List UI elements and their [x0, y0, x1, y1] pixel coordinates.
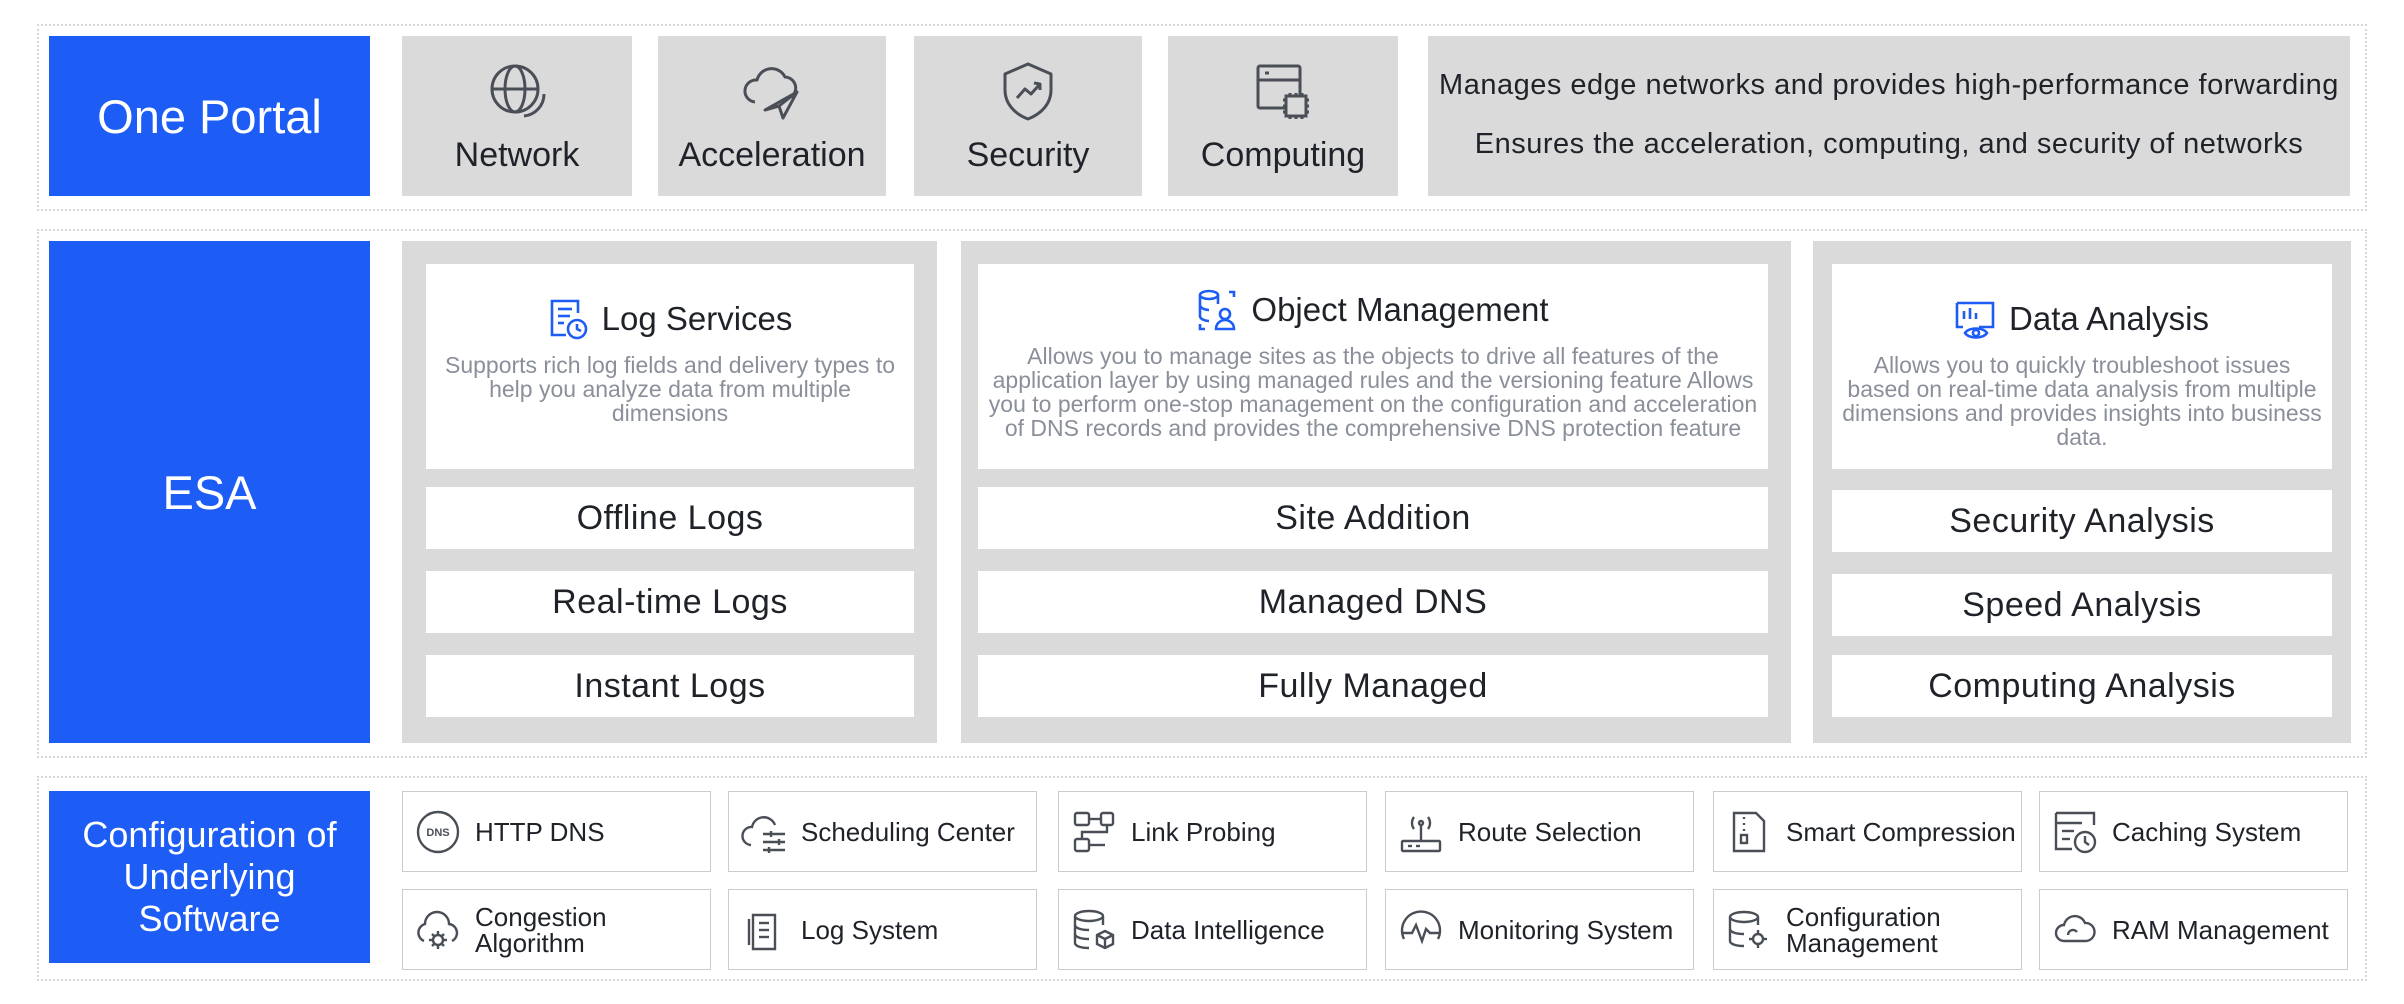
software-item-label: RAM Management — [2112, 914, 2329, 945]
software-item-scheduling-center: Scheduling Center — [728, 791, 1037, 872]
object-management-title: Object Management — [1251, 291, 1549, 328]
object-management-heading: Object Management — [988, 288, 1758, 332]
log-services-heading: Log Services — [436, 297, 904, 341]
portal-description-line-1: Manages edge networks and provides high-… — [1439, 69, 2339, 101]
svg-text:DNS: DNS — [426, 827, 449, 839]
log-services-title: Log Services — [601, 300, 793, 337]
log-services-card: Log Services Supports rich log fields an… — [426, 264, 914, 469]
cloud-send-icon — [743, 66, 799, 119]
esa-item-managed-dns: Managed DNS — [978, 571, 1768, 633]
esa-item-fully-managed: Fully Managed — [978, 655, 1768, 717]
data-analysis-card: Data Analysis Allows you to quickly trou… — [1832, 264, 2332, 469]
software-item-label: Congestion Algorithm — [475, 901, 607, 958]
portal-band — [37, 24, 2367, 211]
database-cube-icon — [1073, 909, 1115, 949]
data-analysis-column: Data Analysis Allows you to quickly trou… — [1813, 241, 2351, 743]
portal-description: Manages edge networks and provides high-… — [1428, 36, 2350, 196]
database-user-icon — [1199, 289, 1236, 331]
software-item-congestion-algorithm: Congestion Algorithm — [402, 889, 711, 970]
portal-title: One Portal — [49, 36, 370, 196]
software-item-label: Scheduling Center — [801, 816, 1015, 847]
software-band — [37, 776, 2367, 981]
cache-clock-icon — [2054, 811, 2097, 853]
software-item-data-intelligence: Data Intelligence — [1058, 889, 1367, 970]
software-item-caching-system: Caching System — [2039, 791, 2348, 872]
software-item-smart-compression: Smart Compression — [1713, 791, 2022, 872]
software-item-label: Monitoring System — [1458, 914, 1674, 945]
software-item-label: Route Selection — [1458, 816, 1642, 847]
object-management-description: Allows you to manage sites as the object… — [988, 343, 1758, 441]
software-title: Configuration of Underlying Software — [49, 791, 370, 963]
cloud-settings-icon — [741, 815, 785, 853]
software-item-configuration-management: Configuration Management — [1713, 889, 2022, 970]
software-item-monitoring-system: Monitoring System — [1385, 889, 1694, 970]
software-item-log-system: Log System — [728, 889, 1037, 970]
capability-label: Network — [454, 135, 580, 174]
capability-computing: Computing — [1168, 36, 1398, 196]
compressed-file-icon — [1732, 811, 1766, 852]
esa-band — [37, 229, 2367, 758]
log-document-icon — [550, 299, 587, 340]
heartbeat-icon — [1400, 909, 1442, 945]
database-gear-icon — [1728, 910, 1767, 948]
cloud-icon — [2054, 914, 2096, 942]
software-item-label: HTTP DNS — [475, 816, 605, 847]
object-management-column: Object Management Allows you to manage s… — [961, 241, 1791, 743]
computing-icon — [1256, 64, 1309, 119]
shield-icon — [1003, 62, 1053, 120]
esa-item-computing-analysis: Computing Analysis — [1832, 655, 2332, 717]
data-analysis-description: Allows you to quickly troubleshoot issue… — [1842, 352, 2322, 450]
capability-security: Security — [914, 36, 1142, 196]
log-file-icon — [747, 913, 777, 950]
software-item-label: Data Intelligence — [1131, 914, 1325, 945]
capability-label: Acceleration — [678, 135, 866, 174]
capability-label: Security — [966, 135, 1090, 174]
software-item-label: Log System — [801, 914, 939, 945]
router-icon — [1400, 815, 1442, 852]
portal-description-line-2: Ensures the acceleration, computing, and… — [1474, 128, 2304, 160]
software-item-ram-management: RAM Management — [2039, 889, 2348, 970]
capability-network: Network — [402, 36, 632, 196]
log-services-description: Supports rich log fields and delivery ty… — [444, 352, 896, 426]
esa-item-site-addition: Site Addition — [978, 487, 1768, 549]
software-item-http-dns: DNS HTTP DNS — [402, 791, 711, 872]
software-item-label: Caching System — [2112, 816, 2302, 847]
cloud-gear-icon — [417, 910, 459, 949]
dns-icon: DNS — [416, 810, 460, 853]
data-analysis-heading: Data Analysis — [1842, 297, 2322, 341]
software-item-label: Link Probing — [1131, 816, 1276, 847]
log-services-column: Log Services Supports rich log fields an… — [402, 241, 937, 743]
globe-icon — [490, 64, 546, 117]
esa-item-real-time-logs: Real-time Logs — [426, 571, 914, 633]
software-item-label: Configuration Management — [1786, 901, 1941, 958]
esa-item-speed-analysis: Speed Analysis — [1832, 574, 2332, 636]
capability-acceleration: Acceleration — [658, 36, 886, 196]
object-management-card: Object Management Allows you to manage s… — [978, 264, 1768, 469]
capability-label: Computing — [1200, 135, 1366, 174]
software-item-link-probing: Link Probing — [1058, 791, 1367, 872]
esa-item-security-analysis: Security Analysis — [1832, 490, 2332, 552]
software-item-label: Smart Compression — [1786, 816, 2016, 847]
data-analysis-title: Data Analysis — [2009, 300, 2209, 337]
software-item-route-selection: Route Selection — [1385, 791, 1694, 872]
monitor-eye-icon — [1955, 301, 1995, 339]
esa-item-offline-logs: Offline Logs — [426, 487, 914, 549]
esa-item-instant-logs: Instant Logs — [426, 655, 914, 717]
esa-title: ESA — [49, 241, 370, 743]
link-probe-icon — [1073, 811, 1115, 852]
